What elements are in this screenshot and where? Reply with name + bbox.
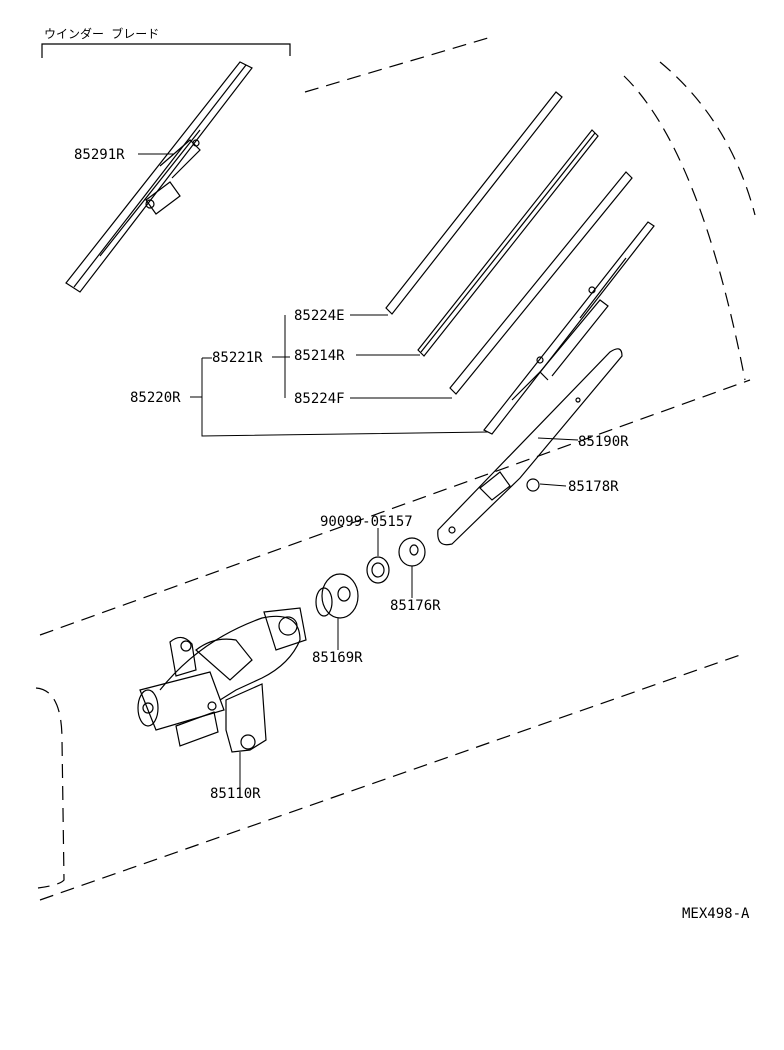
header-bracket xyxy=(41,43,291,58)
group-title: ウインダー ブレード xyxy=(44,27,160,41)
grommet xyxy=(315,573,359,619)
arm-cap xyxy=(526,478,540,492)
part-label-arm-assy[interactable]: 85220R xyxy=(130,390,181,406)
rubber-strip-main xyxy=(417,129,599,357)
part-label-blade-assy[interactable]: 85221R xyxy=(212,350,263,366)
figure-code: MEX498-A xyxy=(682,906,750,922)
cap xyxy=(398,537,426,567)
wiper-motor xyxy=(137,607,307,753)
rubber-strip-e xyxy=(385,91,563,315)
rubber-strip-f xyxy=(449,171,633,395)
part-label-nut[interactable]: 90099-05157 xyxy=(320,514,413,530)
blade-assembly xyxy=(483,221,655,435)
part-label-grommet[interactable]: 85169R xyxy=(312,650,363,666)
part-label-rubber-main[interactable]: 85214R xyxy=(294,348,345,364)
part-label-motor[interactable]: 85110R xyxy=(210,786,261,802)
wiper-arm xyxy=(437,348,623,546)
part-label-rubber-f[interactable]: 85224F xyxy=(294,391,345,407)
part-label-rubber-e[interactable]: 85224E xyxy=(294,308,345,324)
part-label-arm[interactable]: 85190R xyxy=(578,434,629,450)
part-label-arm-cap[interactable]: 85178R xyxy=(568,479,619,495)
nut xyxy=(366,556,390,584)
wiper-blade xyxy=(65,61,253,293)
part-label-blade[interactable]: 85291R xyxy=(74,147,125,163)
leader-lines xyxy=(138,153,579,790)
part-label-cap[interactable]: 85176R xyxy=(390,598,441,614)
body-outline xyxy=(35,37,756,901)
